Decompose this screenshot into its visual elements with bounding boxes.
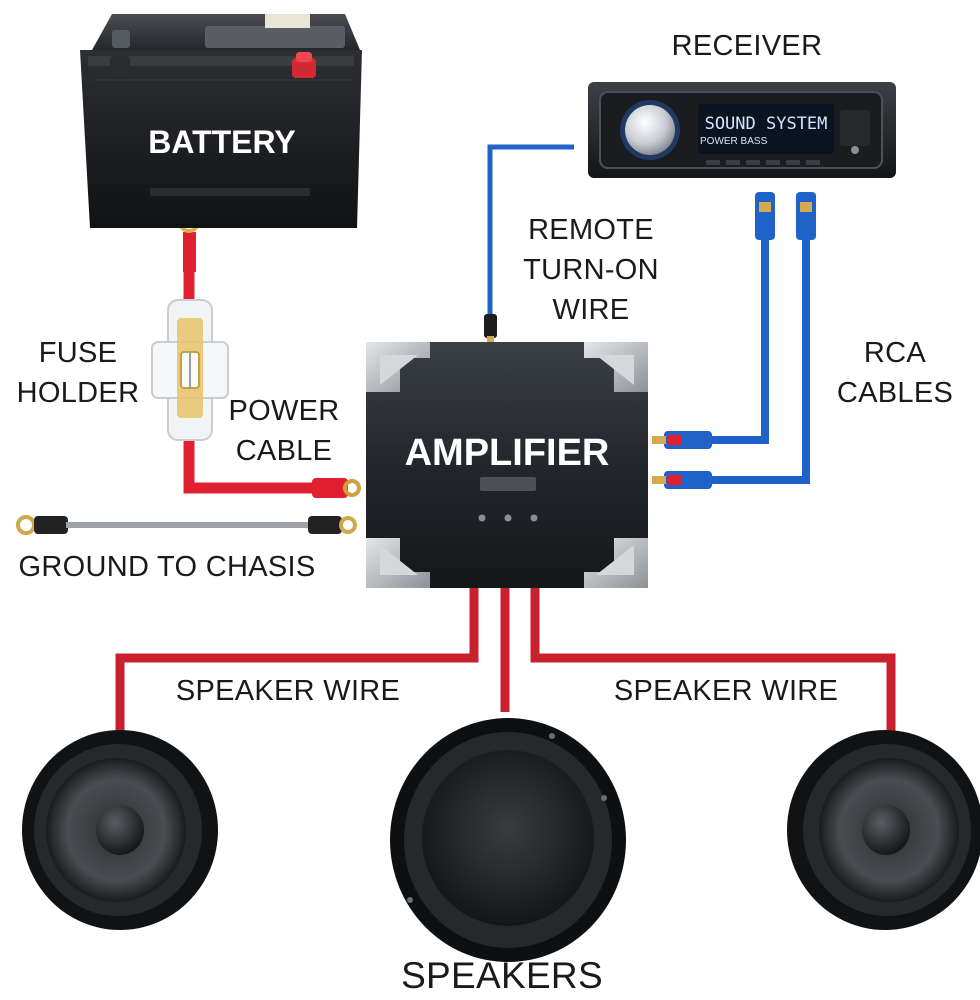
rca-cables [652,192,816,489]
rca-label-line2: CABLES [836,377,954,410]
speaker-left-dust-cap-icon [96,805,144,855]
fuse-holder-label: FUSE HOLDER [8,333,148,413]
fuse-holder [151,299,229,441]
receiver-display-line2: POWER BASS [700,136,768,147]
remote-label-line1: REMOTE [528,214,654,246]
rca-label-line1: RCA [863,337,927,369]
speaker-wires [115,588,896,732]
speaker-right [787,730,980,930]
amplifier-label: AMPLIFIER [404,432,610,474]
ground-cable [16,515,357,535]
ground-to-chassis-label: GROUND TO CHASIS [18,551,316,583]
amplifier [366,342,648,588]
receiver-label: RECEIVER [671,30,823,62]
speaker-right-dust-cap-icon [862,805,910,855]
remote-label-line2: TURN-ON [523,254,659,287]
speakers-label: SPEAKERS [401,955,603,996]
battery-negative-terminal [110,56,130,74]
power-label-line2: CABLE [235,435,333,468]
battery [80,14,362,228]
speaker-subwoofer [390,718,626,962]
speaker-wire-left-label: SPEAKER WIRE [175,675,401,707]
power-cable-label: POWER CABLE [214,391,354,471]
remote-turn-on-wire-label: REMOTE TURN-ON WIRE [506,210,676,330]
car-receiver [588,82,896,178]
speaker-wire-right-label: SPEAKER WIRE [613,675,839,707]
fuse-label-line1: FUSE [38,337,118,369]
volume-knob-icon [625,105,675,155]
battery-label: BATTERY [148,124,296,160]
battery-positive-terminal [292,52,316,78]
fuse-label-line2: HOLDER [16,377,140,410]
power-label-line1: POWER [228,395,340,427]
rca-cables-label: RCA CABLES [820,333,970,413]
receiver-display-line1: SOUND SYSTEM [704,114,828,134]
remote-label-line3: WIRE [552,294,630,327]
speaker-left [22,730,218,930]
